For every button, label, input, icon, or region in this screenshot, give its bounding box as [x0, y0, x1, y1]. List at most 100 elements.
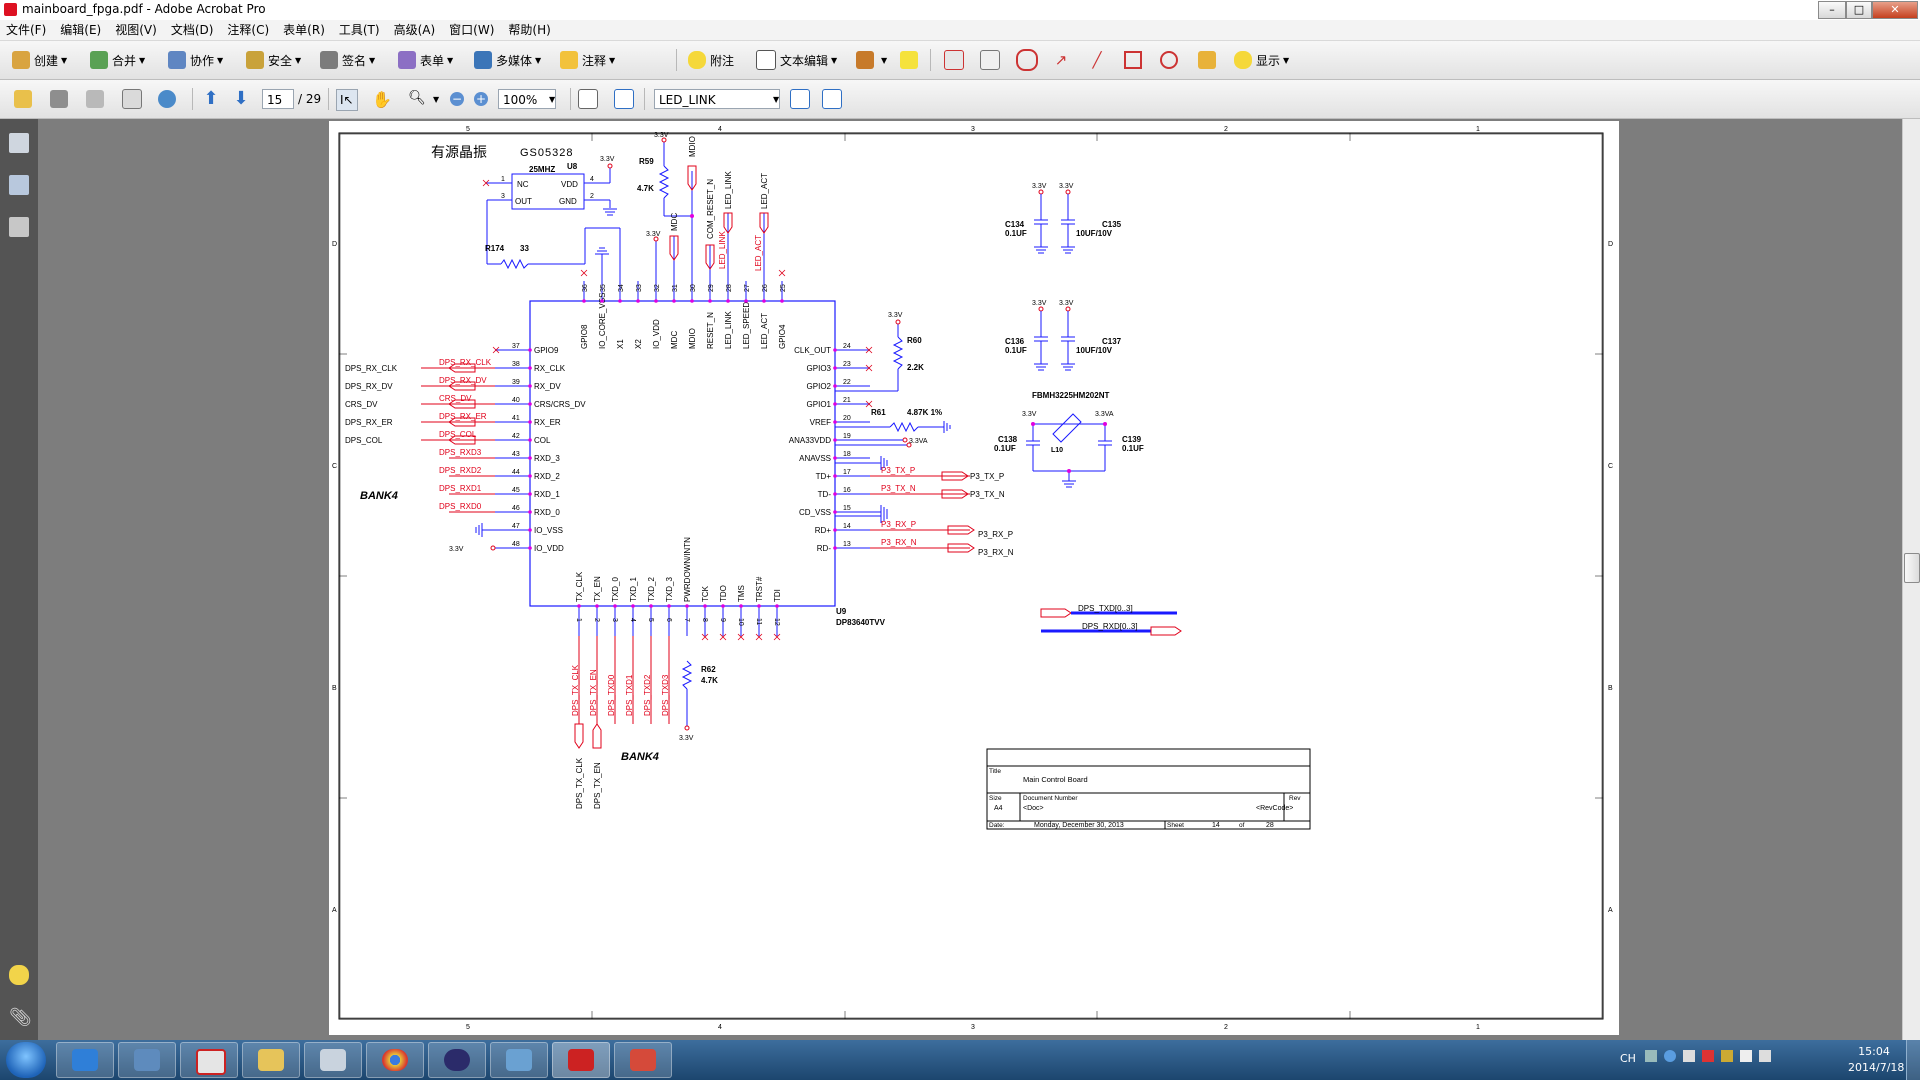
line-icon: ╱ — [1092, 51, 1102, 69]
attachments-paperclip-icon[interactable]: 📎︎ — [9, 1007, 32, 1028]
menu-advanced[interactable]: 高级(A) — [393, 23, 436, 37]
text-edit-button[interactable]: 文本编辑▼ — [756, 50, 837, 70]
show-desktop-button[interactable] — [1906, 1040, 1920, 1080]
port-label: DPS_TX_CLK — [575, 757, 584, 809]
menu-document[interactable]: 文档(D) — [170, 23, 214, 37]
page-number-input[interactable]: 15 — [262, 89, 294, 109]
cloud-button[interactable] — [1016, 49, 1042, 71]
pin-number: 11 — [755, 618, 762, 625]
maximize-button[interactable]: □ — [1846, 1, 1872, 19]
line-tool-button[interactable]: ╱ — [1088, 50, 1110, 70]
taskbar-ie[interactable] — [56, 1042, 114, 1078]
zoom-out-button[interactable]: − — [450, 89, 468, 109]
pin-number: 32 — [654, 284, 661, 292]
u9-ic-body — [529, 300, 836, 607]
hand-tool-button[interactable]: ✋ — [372, 89, 394, 109]
fit-page-button[interactable] — [578, 89, 602, 109]
menu-comments[interactable]: 注释(C) — [227, 23, 270, 37]
share-button[interactable] — [158, 89, 180, 109]
taskbar-network[interactable] — [118, 1042, 176, 1078]
pin-junction — [618, 299, 622, 303]
pin-junction — [528, 510, 532, 514]
zoom-out-icon: − — [450, 92, 464, 106]
zoom-dropdown-button[interactable]: ▼ — [546, 89, 555, 109]
close-button[interactable]: ✕ — [1872, 1, 1918, 19]
rectangle-tool-button[interactable] — [1124, 50, 1146, 70]
pin-junction — [667, 604, 671, 608]
collaborate-button[interactable]: 协作▼ — [168, 50, 223, 70]
start-button[interactable] — [6, 1042, 46, 1078]
pin-number: 44 — [512, 469, 520, 476]
pin-junction — [528, 528, 532, 532]
pin-junction — [775, 604, 779, 608]
svg-text:14: 14 — [1212, 822, 1220, 829]
combine-button[interactable]: 合并▼ — [90, 50, 145, 70]
show-button[interactable]: 显示▼ — [1234, 50, 1289, 70]
taskbar-explorer[interactable] — [242, 1042, 300, 1078]
menu-view[interactable]: 视图(V) — [115, 23, 157, 37]
pin-name: VREF — [810, 418, 831, 427]
sign-button[interactable]: 签名▼ — [320, 50, 375, 70]
callout-button[interactable] — [944, 50, 968, 70]
print-button[interactable] — [50, 89, 72, 109]
open-button[interactable] — [14, 89, 36, 109]
stamp-button[interactable]: ▼ — [856, 50, 887, 70]
fit-width-button[interactable] — [614, 89, 638, 109]
pin-junction — [528, 546, 532, 550]
menu-help[interactable]: 帮助(H) — [508, 23, 551, 37]
clock[interactable]: 15:04 2014/7/18 — [1848, 1045, 1904, 1080]
taskbar-chrome[interactable] — [366, 1042, 424, 1078]
comment-button[interactable]: 注释▼ — [560, 50, 615, 70]
menu-edit[interactable]: 编辑(E) — [60, 23, 102, 37]
c139-value: 0.1UF — [1122, 444, 1144, 453]
menu-tools[interactable]: 工具(T) — [338, 23, 380, 37]
oval-tool-button[interactable] — [1160, 50, 1182, 70]
multimedia-button[interactable]: 多媒体▼ — [474, 50, 541, 70]
pin-number: 24 — [843, 343, 851, 350]
zoom-level-input[interactable]: 100% — [498, 89, 556, 109]
minimize-button[interactable]: – — [1818, 1, 1846, 19]
zoom-in-button[interactable]: + — [474, 89, 492, 109]
text-box-button[interactable] — [980, 50, 1004, 70]
comments-panel-icon[interactable] — [9, 965, 29, 985]
taskbar-tree-app[interactable] — [614, 1042, 672, 1078]
scrollbar-thumb[interactable] — [1904, 553, 1920, 583]
taskbar-screen-app[interactable] — [490, 1042, 548, 1078]
save-button[interactable] — [86, 89, 108, 109]
taskbar-acrobat[interactable] — [180, 1042, 238, 1078]
find-next-button[interactable] — [822, 89, 846, 109]
pencil-tool-button[interactable] — [1198, 50, 1220, 70]
r62-vcc: 3.3V — [679, 735, 694, 742]
find-input[interactable]: LED_LINK — [654, 89, 780, 109]
pin-number: 31 — [672, 284, 679, 292]
pin-number: 29 — [708, 284, 715, 292]
menu-window[interactable]: 窗口(W) — [449, 23, 495, 37]
secure-button[interactable]: 安全▼ — [246, 50, 301, 70]
stamp-icon — [856, 51, 874, 69]
sticky-note-button[interactable]: 附注 — [688, 50, 734, 70]
taskbar-eclipse[interactable] — [428, 1042, 486, 1078]
cap-value: 0.1UF — [1005, 229, 1027, 238]
system-tray-icons[interactable] — [1645, 1050, 1805, 1070]
arrow-tool-button[interactable]: ↗ — [1052, 50, 1074, 70]
select-tool-button[interactable]: I↖ — [336, 89, 358, 111]
forms-button[interactable]: 表单▼ — [398, 50, 453, 70]
find-dropdown-button[interactable]: ▼ — [770, 89, 779, 109]
find-previous-button[interactable] — [790, 89, 814, 109]
power-label: 3.3V — [449, 546, 464, 553]
highlight-text-button[interactable] — [900, 50, 922, 70]
language-indicator[interactable]: CH — [1620, 1052, 1636, 1065]
zoom-tool-button[interactable]: 🔍︎▼ — [408, 90, 440, 106]
bookmarks-panel-icon[interactable] — [9, 175, 29, 195]
pin-number: 25 — [780, 284, 787, 292]
taskbar-calculator[interactable] — [304, 1042, 362, 1078]
pages-panel-icon[interactable] — [9, 133, 29, 153]
next-page-button[interactable]: ⬇ — [232, 89, 254, 109]
menu-forms[interactable]: 表单(R) — [283, 23, 325, 37]
email-button[interactable] — [122, 89, 146, 109]
taskbar-acrobat-pro-active[interactable] — [552, 1042, 610, 1078]
signatures-panel-icon[interactable] — [9, 217, 29, 237]
previous-page-button[interactable]: ⬆ — [202, 89, 224, 109]
menu-file[interactable]: 文件(F) — [6, 23, 47, 37]
create-button[interactable]: 创建▼ — [12, 50, 67, 70]
